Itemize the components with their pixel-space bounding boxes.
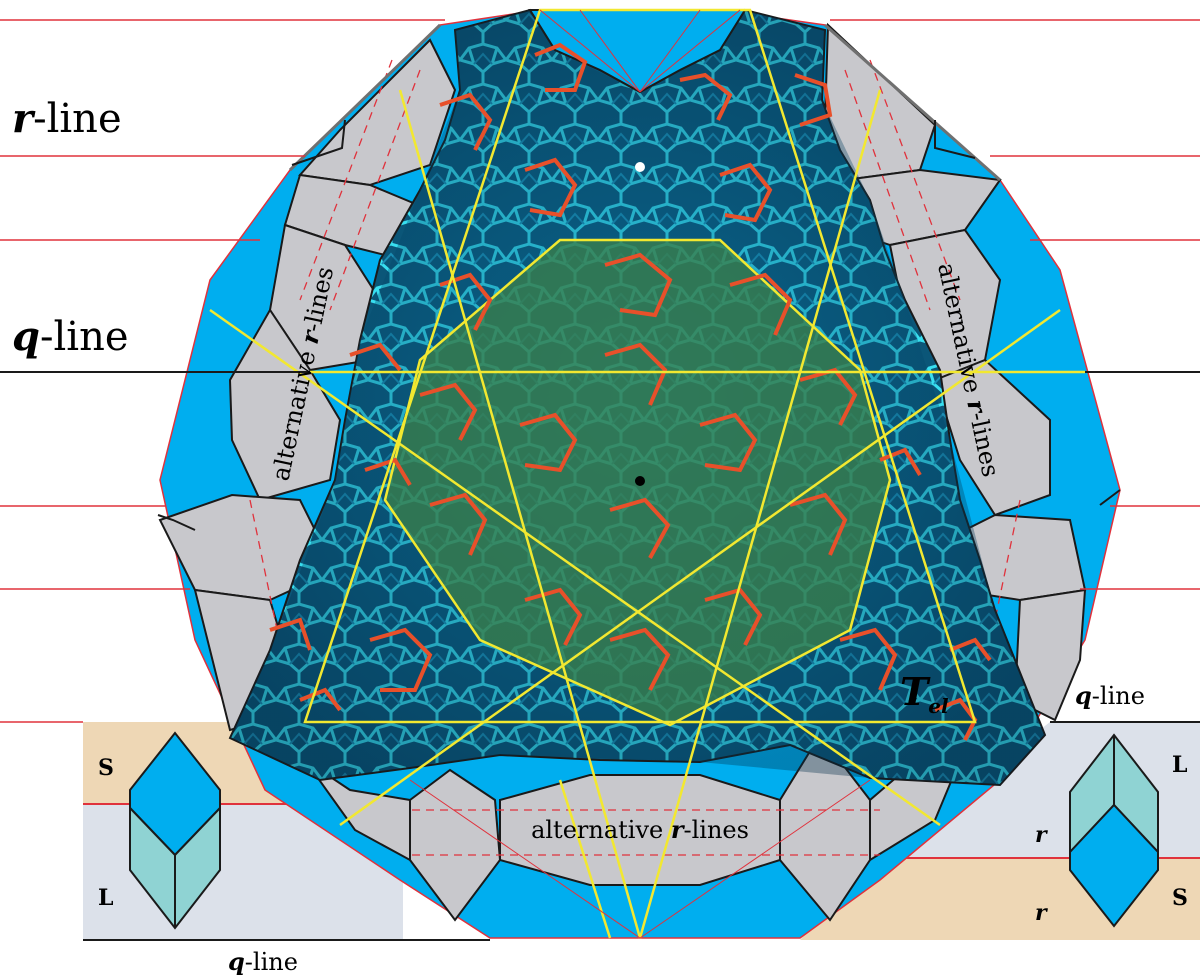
red-rosette-lines xyxy=(409,9,871,939)
vertex-ticks xyxy=(157,119,1121,531)
right-corner-panel xyxy=(800,721,1200,940)
right-r-lower: r xyxy=(1035,900,1048,926)
right-r-upper: r xyxy=(1035,822,1048,848)
black-center-dot xyxy=(635,476,645,486)
q-line-label: q-line xyxy=(12,313,129,360)
yellow-lines xyxy=(209,8,1061,939)
tile-right-2 xyxy=(933,358,1051,517)
right-L-label: L xyxy=(1172,752,1187,778)
bottom-q-line-label: q-line xyxy=(228,947,298,976)
tile-bottom-4 xyxy=(304,759,411,862)
t-el-triangle xyxy=(303,8,977,724)
left-L-label: L xyxy=(98,885,113,911)
horizontal-red-lines xyxy=(0,19,1200,723)
tile-left-2 xyxy=(228,308,342,502)
left-S-label: S xyxy=(98,755,114,781)
outer-gray-outline-left xyxy=(288,23,442,172)
outer-gray-outline-right xyxy=(824,23,1001,182)
r-line-label: r-line xyxy=(12,95,122,142)
right-q-line-label: q-line xyxy=(1075,681,1145,710)
right-S-label: S xyxy=(1172,885,1188,911)
alt-rlines-bottom: alternative r-lines xyxy=(531,815,749,844)
t-el-label: Tel xyxy=(900,669,949,718)
white-center-dot xyxy=(635,162,645,172)
